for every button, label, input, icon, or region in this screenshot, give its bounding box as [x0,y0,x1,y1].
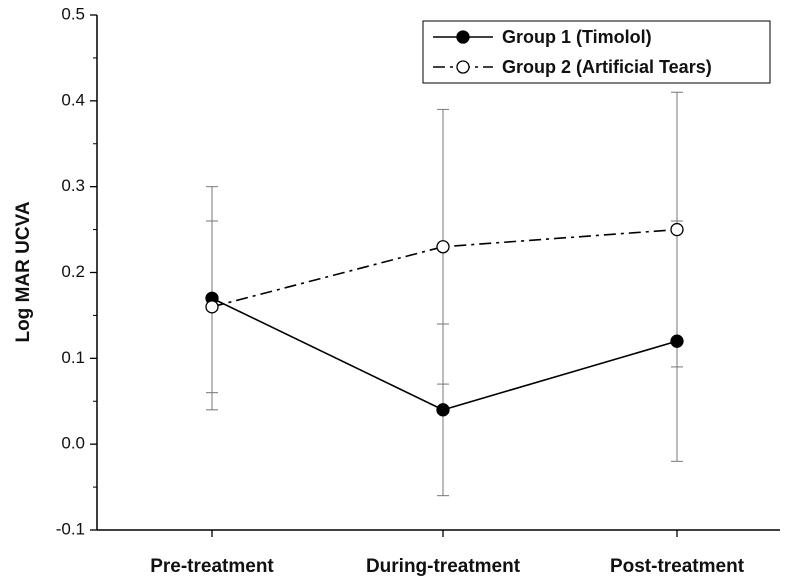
x-ticks: Pre-treatment During-treatment Post-treatm… [150,530,745,577]
series-line-1 [211,297,678,411]
x-category-label: Post-treatment [610,556,745,577]
y-tick-label: 0.3 [61,176,85,195]
series-lines [211,228,678,411]
data-point-series-2 [205,300,219,314]
x-category-label: During-treatment [366,556,521,577]
y-tick-label: 0.2 [61,262,85,281]
y-axis-title: Log MAR UCVA [13,201,34,342]
legend-box [422,20,771,84]
legend-label-group-1: Group 1 (Timolol) [502,27,652,47]
data-point-series-2 [670,222,684,237]
series-markers [205,222,684,417]
data-point-series-2 [436,240,450,254]
y-tick-label: 0.1 [61,348,85,367]
legend: Group 1 (Timolol) Group 2 (Artificial Te… [422,20,771,84]
y-tick-label: 0.4 [61,90,85,109]
x-category-label: Pre-treatment [150,556,274,577]
y-tick-label: -0.1 [56,519,85,538]
y-tick-label: 0.5 [61,4,85,23]
legend-marker-group-1 [456,30,470,44]
legend-label-group-2: Group 2 (Artificial Tears) [502,57,712,77]
y-tick-label: 0.0 [61,434,85,453]
data-point-series-1 [436,403,450,417]
error-bars [206,91,683,497]
legend-marker-group-2 [456,60,470,74]
y-ticks: -0.1 0.0 0.1 0.2 0.3 0.4 0.5 [56,4,97,538]
series-line-2 [211,228,678,308]
data-point-series-1 [670,334,684,348]
